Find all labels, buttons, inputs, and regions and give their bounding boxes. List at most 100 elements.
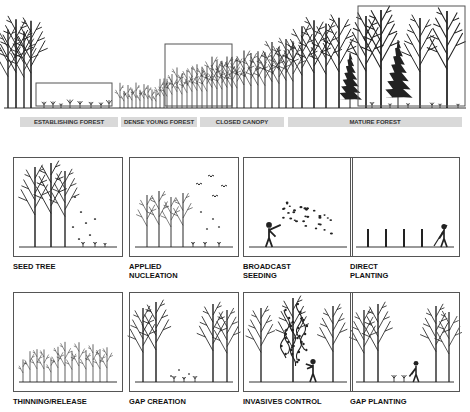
planting-stake	[421, 229, 423, 247]
tree-branches	[136, 92, 143, 101]
stage-label: ESTABLISHING FOREST	[34, 119, 104, 125]
vine-leaf	[285, 329, 287, 331]
tree-trunk	[183, 193, 184, 247]
tree-branches	[276, 296, 309, 349]
panel-frame	[129, 292, 239, 392]
tree-branches	[139, 86, 148, 98]
ground-line	[19, 247, 117, 248]
tree-branches	[349, 308, 378, 353]
vine-leaf	[306, 325, 308, 327]
tree	[18, 165, 50, 247]
vine-leaf	[285, 337, 287, 339]
vine-leaf	[298, 335, 300, 337]
tree	[246, 306, 275, 382]
tree	[49, 169, 79, 247]
tree-branches	[434, 311, 461, 354]
seed	[329, 219, 332, 221]
tree	[128, 89, 135, 108]
panel-illustration	[246, 296, 348, 382]
tree-trunk	[128, 85, 129, 108]
seedling	[172, 376, 176, 382]
highlight-box	[36, 83, 112, 106]
tree	[136, 90, 143, 108]
vine-leaf	[284, 309, 286, 311]
tree	[232, 51, 254, 108]
vine-leaf	[299, 311, 301, 313]
tree	[147, 191, 169, 247]
tree-branches	[197, 302, 228, 351]
vine-leaf	[280, 345, 282, 347]
tree-branches	[246, 306, 275, 352]
tree-branches	[71, 344, 86, 367]
tree-branches	[8, 29, 38, 77]
vine	[296, 304, 301, 360]
stage-label: DENSE YOUNG FOREST	[124, 119, 194, 125]
tree-branches	[420, 304, 450, 352]
tree-branches	[216, 57, 236, 88]
tree	[172, 193, 193, 247]
tree-branches	[147, 191, 169, 224]
tree-trunk	[58, 347, 59, 382]
tree-branches	[34, 161, 67, 214]
seed	[306, 207, 308, 209]
person-head	[414, 361, 419, 366]
tree-trunk	[202, 67, 203, 108]
tree-trunk	[93, 344, 94, 382]
vine-leaf	[305, 349, 307, 351]
seedling	[81, 242, 85, 247]
tree	[169, 67, 184, 108]
seed	[283, 208, 286, 210]
seed	[292, 211, 295, 213]
seed	[313, 210, 316, 212]
seed	[212, 218, 214, 220]
tree-trunk	[120, 83, 121, 108]
highlight-box	[165, 44, 232, 106]
seed	[304, 225, 307, 227]
tree-branches	[79, 353, 90, 369]
technique-panel: SEED TREE	[13, 157, 123, 273]
seedling	[42, 102, 46, 108]
panel-frame	[243, 292, 353, 392]
tree-trunk	[158, 191, 159, 247]
tree-trunk	[136, 83, 137, 108]
tree-branches	[115, 85, 124, 98]
tree-branches	[93, 350, 105, 369]
person	[266, 222, 281, 247]
seed	[80, 211, 82, 213]
panel-illustration	[356, 224, 454, 247]
panel-illustration	[349, 302, 462, 382]
seed	[306, 208, 309, 210]
stage-label: CLOSED CANOPY	[216, 119, 268, 125]
technique-panel: GAP CREATION	[129, 292, 239, 408]
ground-line	[19, 382, 117, 383]
tree	[148, 90, 155, 108]
panel-frame	[13, 157, 123, 257]
seed	[287, 212, 290, 214]
tree-trunk	[30, 351, 31, 382]
technique-panel: THINNING/RELEASE	[13, 292, 123, 408]
tree	[136, 195, 156, 247]
person	[409, 361, 418, 382]
tree-branches	[272, 38, 299, 81]
panel-frame	[350, 292, 460, 392]
tree-branches	[427, 7, 466, 69]
bird	[212, 195, 218, 197]
tree-trunk	[257, 51, 258, 108]
tree-branches	[362, 302, 393, 351]
person	[439, 224, 447, 247]
vine	[290, 322, 295, 366]
seedling	[99, 103, 103, 108]
seedling	[191, 242, 195, 247]
tree	[362, 302, 393, 382]
seed	[170, 375, 172, 376]
succession-strip	[0, 6, 466, 108]
vine-leaf	[301, 317, 303, 319]
seed	[304, 215, 306, 217]
tree	[207, 61, 225, 108]
seedling	[370, 102, 374, 108]
seed	[74, 196, 76, 198]
technique-label: INVASIVES CONTROL	[243, 397, 353, 406]
panel-frame	[350, 157, 460, 257]
vine-leaf	[304, 333, 306, 335]
tree	[165, 74, 178, 108]
